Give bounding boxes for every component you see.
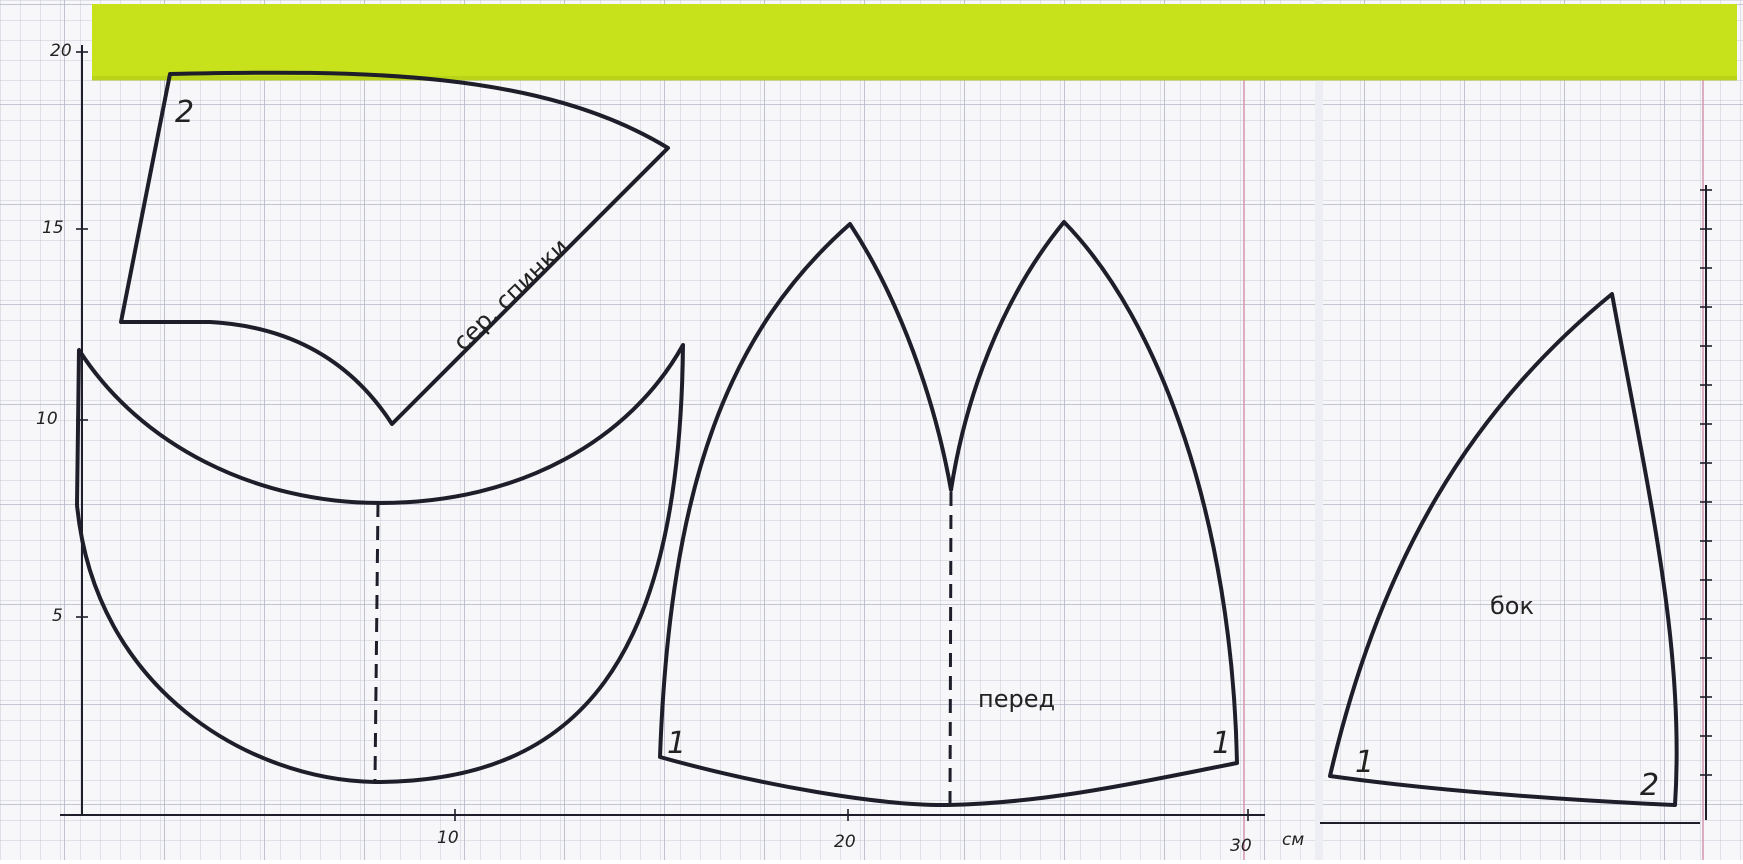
front-piece-mark-left: 1 xyxy=(667,726,686,761)
side-piece-mark-left: 1 xyxy=(1355,745,1374,780)
ruler-strip xyxy=(92,4,1737,80)
y-axis-ticks xyxy=(76,51,88,618)
front-piece-label: перед xyxy=(978,685,1055,713)
right-ruler-ticks xyxy=(1700,185,1712,820)
ruler-strip-shadow xyxy=(92,76,1737,81)
side-piece-label: бок xyxy=(1490,592,1534,620)
x-axis-ticks xyxy=(454,809,1249,821)
sheet-seam xyxy=(1315,0,1323,860)
cup-bottom-fold-line xyxy=(373,502,380,781)
front-piece-fold-line xyxy=(948,491,953,806)
side-piece-outline[interactable] xyxy=(1328,292,1679,807)
front-piece-mark-right: 1 xyxy=(1212,726,1231,761)
y-tick-label: 10 xyxy=(36,409,58,429)
cup-bottom-outline[interactable] xyxy=(75,343,685,784)
x-unit-label: см xyxy=(1282,830,1304,850)
y-tick-label: 5 xyxy=(52,606,63,626)
back-piece-outline[interactable] xyxy=(119,70,670,426)
x-tick-label: 20 xyxy=(834,832,856,852)
x-tick-label: 10 xyxy=(437,828,459,848)
y-tick-label: 20 xyxy=(50,41,72,61)
back-piece-mark: 2 xyxy=(175,95,194,130)
x-tick-label: 30 xyxy=(1230,836,1252,856)
side-piece-mark-right: 2 xyxy=(1640,768,1659,803)
y-tick-label: 15 xyxy=(42,218,64,238)
front-piece-outline[interactable] xyxy=(658,220,1239,808)
